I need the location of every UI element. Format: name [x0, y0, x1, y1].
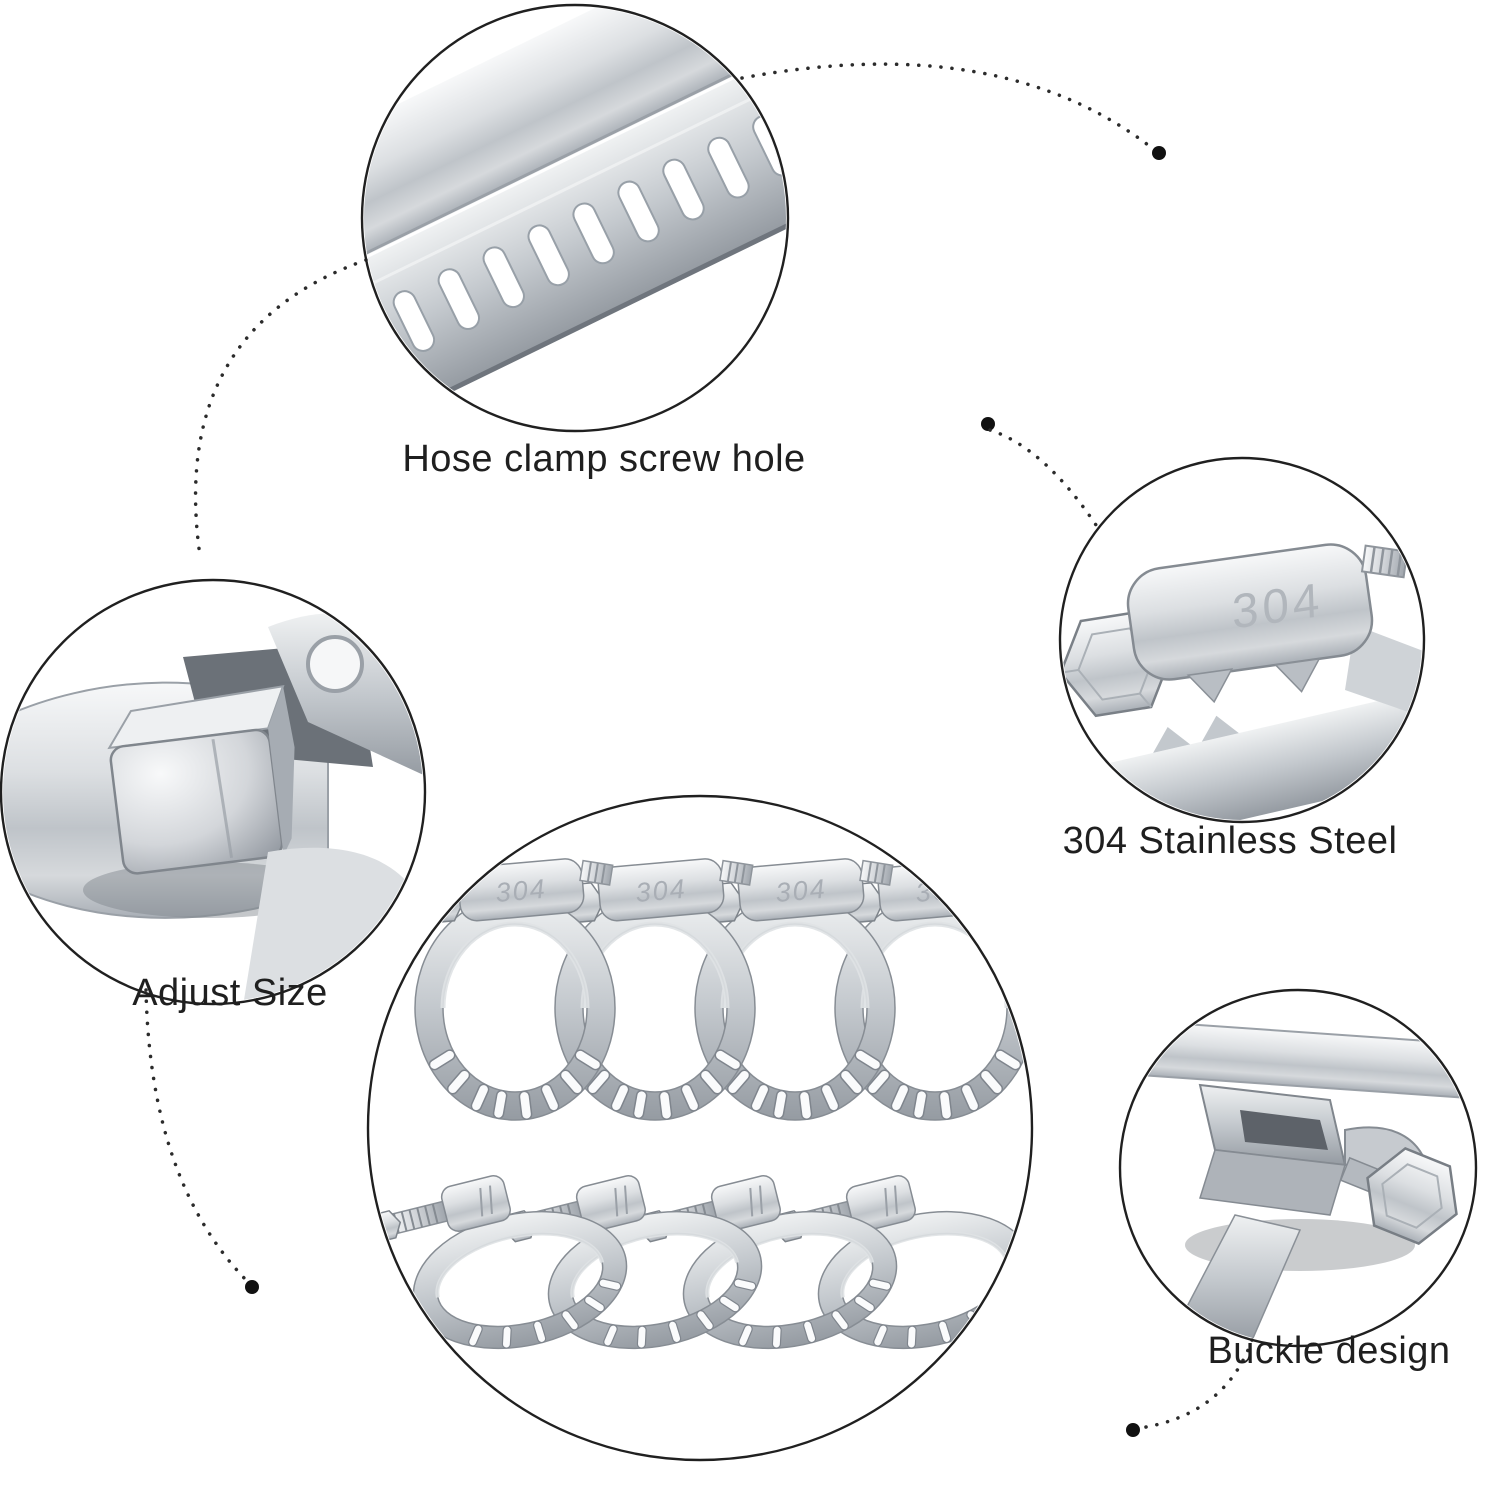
connector-top-to-left: [193, 258, 368, 558]
connector-top-right: [740, 62, 1154, 150]
band-hole: [306, 635, 364, 693]
kit-circle: [366, 794, 1034, 1462]
stainless-zoom-art: 304: [1062, 543, 1422, 820]
engraving-304: 304: [1231, 573, 1324, 640]
stainless-callout-circle: [1058, 456, 1426, 824]
dotted-connectors: [144, 62, 1254, 1437]
hex-bolt: [1339, 1147, 1458, 1245]
screw-hole-zoom-art: [364, 7, 786, 429]
buckle-zoom-art: [1127, 1019, 1473, 1344]
screw-hole-callout-circle: [360, 3, 790, 433]
buckle-callout-circle: [1118, 988, 1478, 1348]
label-screw-hole: Hose clamp screw hole: [402, 438, 806, 480]
worm-gear-housing-closeup: 304: [1126, 543, 1409, 704]
connector-end-dot: [1126, 1423, 1140, 1437]
kit-contents: [370, 855, 1030, 1370]
connector-to-stainless: [988, 428, 1100, 530]
label-buckle: Buckle design: [1207, 1330, 1451, 1372]
label-adjust-size: Adjust Size: [132, 972, 328, 1014]
connector-end-dot: [1152, 146, 1166, 160]
adjust-size-zoom-art: [3, 613, 423, 1002]
connector-end-dot: [245, 1280, 259, 1294]
connector-start-dot: [981, 417, 995, 431]
screw-head-cube: [107, 684, 295, 875]
adjust-size-callout-circle: [0, 578, 427, 1006]
label-stainless: 304 Stainless Steel: [1062, 820, 1398, 862]
connector-left-down: [144, 988, 248, 1282]
